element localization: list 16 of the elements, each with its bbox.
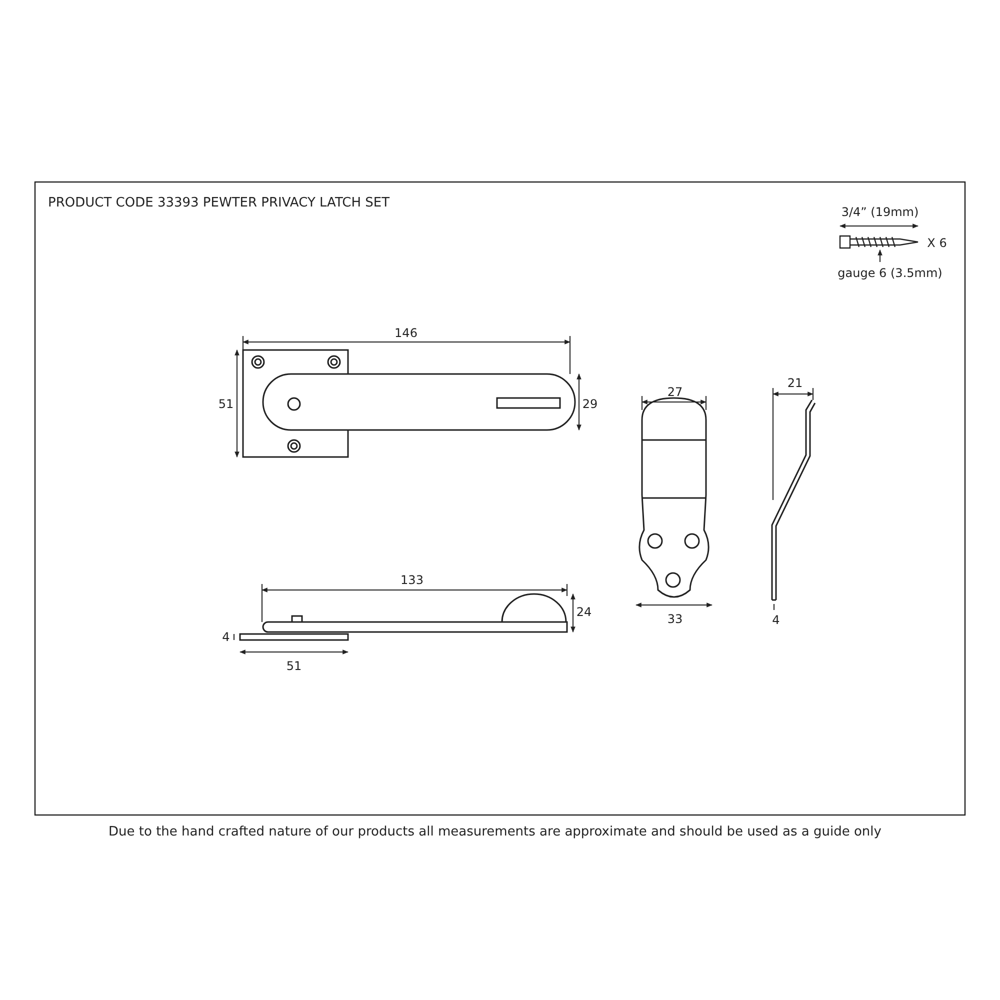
dimension-label: 146	[394, 326, 418, 340]
dimension-label: 4	[222, 630, 230, 644]
dimension-label: 21	[787, 376, 803, 390]
dimension-label: 27	[667, 385, 683, 399]
dimension-label: 29	[582, 397, 598, 411]
dimension-label: gauge 6 (3.5mm)	[838, 266, 942, 280]
title: PRODUCT CODE 33393 PEWTER PRIVACY LATCH SET	[48, 196, 390, 210]
caption: Due to the hand crafted nature of our products all measurements are approximate and should be used as a guide only	[108, 824, 882, 840]
dimension-label: 33	[667, 612, 683, 626]
dimension-label: 4	[772, 613, 780, 627]
dimension-label: 51	[286, 659, 302, 673]
dimension-label: 3/4” (19mm)	[841, 205, 919, 219]
dimension-label: 51	[218, 397, 234, 411]
dimension-label: 24	[576, 605, 592, 619]
dimension-label: 133	[400, 573, 424, 587]
dimension-label: X 6	[927, 236, 947, 250]
